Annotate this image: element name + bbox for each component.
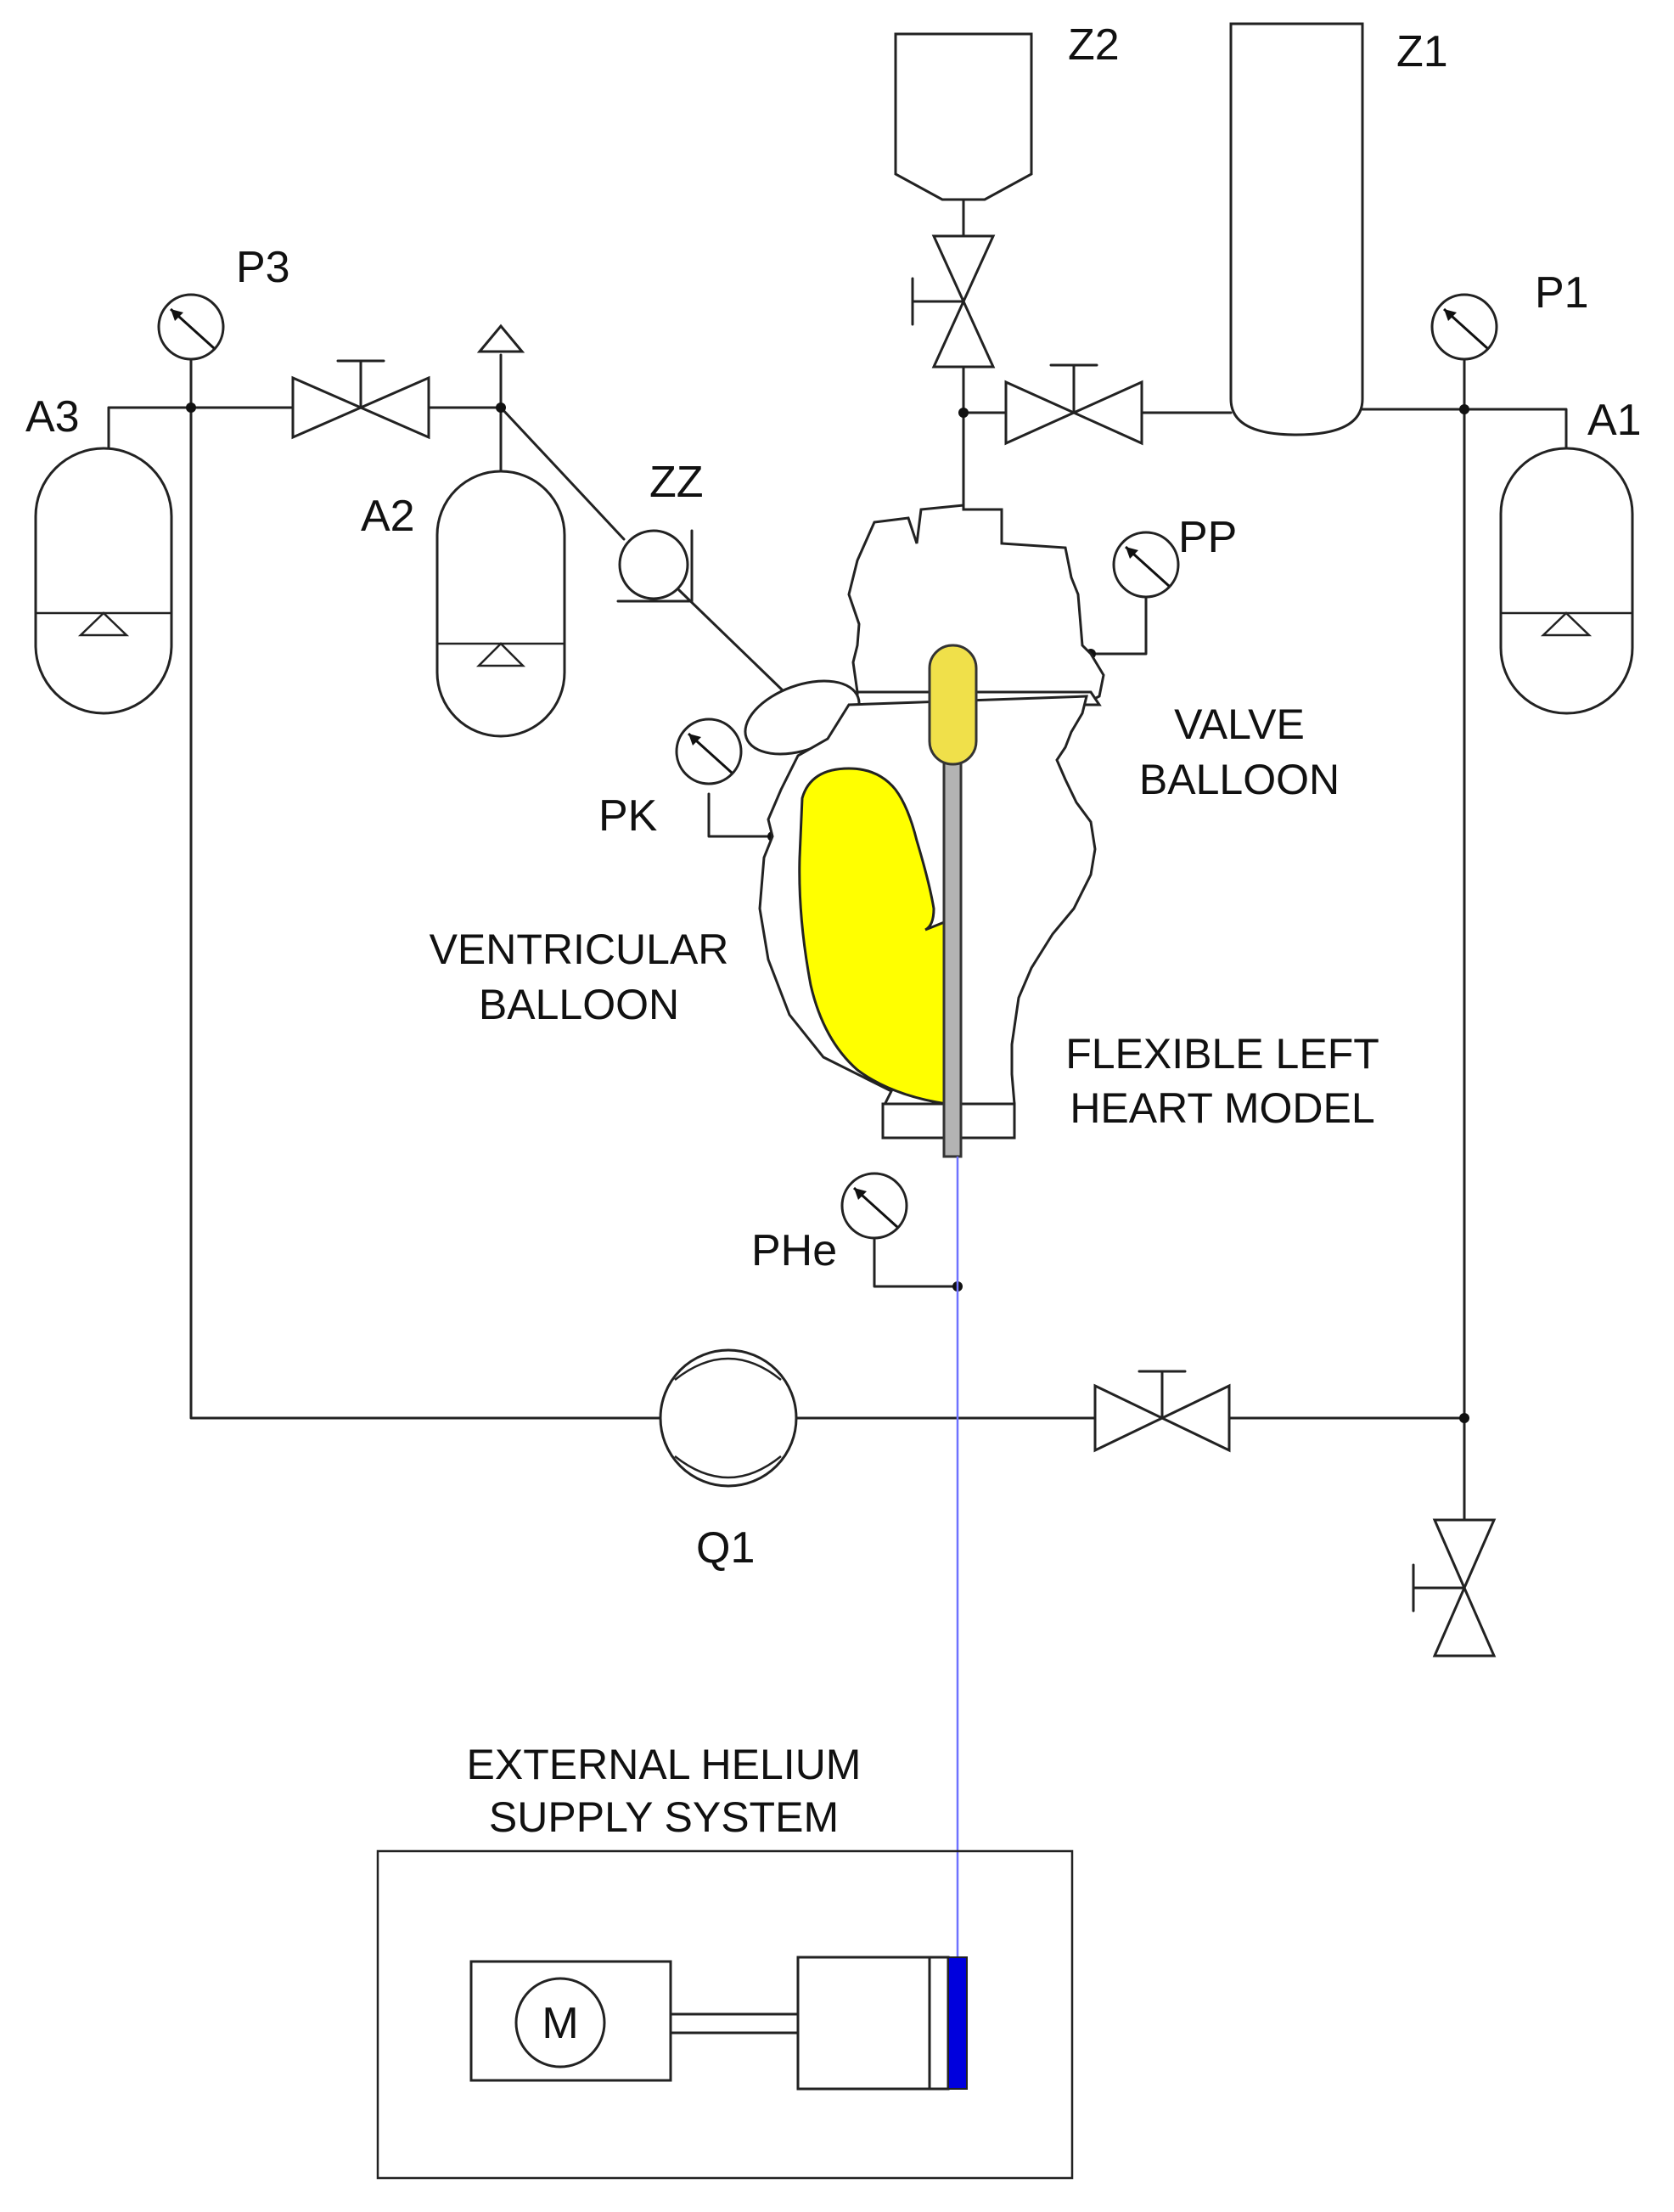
valve-z2[interactable] (911, 234, 996, 369)
label-q1: Q1 (696, 1523, 755, 1573)
label-a1: A1 (1587, 396, 1642, 445)
left-return-pipe (189, 406, 662, 1420)
gauge-pp (1112, 531, 1180, 599)
vent-icon (476, 324, 525, 353)
a1-manifold (1361, 408, 1568, 450)
ventricular-balloon (798, 767, 948, 1106)
label-phe: PHe (751, 1226, 837, 1275)
accumulator-a1 (1499, 447, 1634, 715)
labels: Z2 Z1 P3 P1 A3 A1 A2 ZZ PP PK PHe Q1 VAL… (25, 20, 1642, 1841)
accumulator-a2 (435, 470, 566, 738)
valve-z1[interactable] (1004, 363, 1143, 446)
pk-lead (707, 792, 774, 838)
helium-supply-box (376, 1849, 1074, 2180)
piston-head (947, 1956, 968, 2090)
gauge-p1 (1430, 293, 1498, 361)
zz-element (616, 529, 694, 603)
cylinder-end (928, 1956, 950, 2091)
label-zz: ZZ (649, 458, 704, 507)
heading-helium-supply-2: SUPPLY SYSTEM (489, 1793, 839, 1841)
gauge-phe (840, 1172, 908, 1240)
valve-balloon (928, 644, 978, 766)
valve-a3-a2[interactable] (291, 359, 430, 440)
valve-bottom[interactable] (1093, 1370, 1231, 1453)
label-a3: A3 (25, 392, 80, 442)
catheter (942, 746, 963, 1158)
heading-valve-balloon-2: BALLOON (1139, 756, 1340, 803)
label-p1: P1 (1535, 268, 1589, 318)
pp-lead (1089, 593, 1148, 656)
flowmeter-q1 (659, 1348, 798, 1488)
helium-supply-system: M (376, 1849, 1074, 2180)
piping (107, 198, 1568, 1522)
motor-icon (514, 1977, 606, 2068)
heading-helium-supply-1: EXTERNAL HELIUM (467, 1741, 862, 1788)
label-p3: P3 (236, 243, 290, 292)
heading-valve-balloon-1: VALVE (1174, 701, 1305, 748)
label-a2: A2 (361, 492, 415, 541)
gauge-pk (675, 718, 743, 785)
phe-lead (873, 1238, 959, 1288)
heading-ventricular-balloon-2: BALLOON (479, 981, 679, 1028)
valve-drain[interactable] (1412, 1518, 1497, 1658)
cylinder (796, 1956, 931, 2091)
zz-feed (499, 406, 626, 541)
label-pk: PK (598, 791, 658, 841)
label-z2: Z2 (1068, 20, 1120, 70)
label-z1: Z1 (1396, 27, 1448, 76)
label-pp: PP (1178, 513, 1237, 562)
accumulator-a3 (34, 447, 173, 715)
heading-heart-model-1: FLEXIBLE LEFT (1065, 1030, 1379, 1078)
tank-z1 (1229, 22, 1364, 436)
gauge-p3 (157, 293, 225, 361)
motor-label: M (542, 1999, 578, 2048)
heading-ventricular-balloon-1: VENTRICULAR (430, 926, 729, 973)
heading-heart-model-2: HEART MODEL (1070, 1084, 1374, 1132)
tank-z2 (894, 32, 1033, 201)
